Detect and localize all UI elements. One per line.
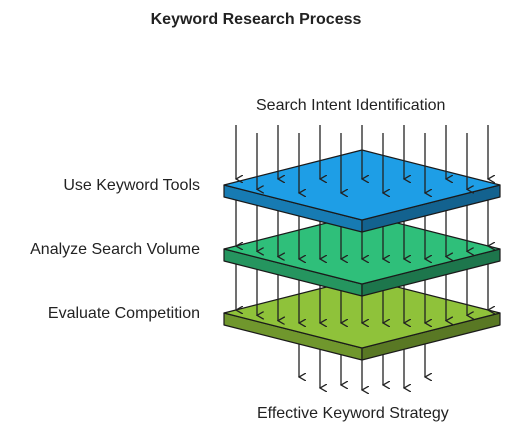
layer-1-plate [223,149,501,233]
output-arrows [299,344,425,390]
input-label: Search Intent Identification [256,97,446,114]
diagram-title: Keyword Research Process [150,11,362,28]
layer-label-1: Use Keyword Tools [63,177,200,194]
layer-3-plate [223,277,501,361]
layer-label-2: Analyze Search Volume [30,241,200,258]
layer-label-3: Evaluate Competition [47,305,200,322]
layer-1-top-face [223,149,501,221]
output-label: Effective Keyword Strategy [257,405,449,422]
